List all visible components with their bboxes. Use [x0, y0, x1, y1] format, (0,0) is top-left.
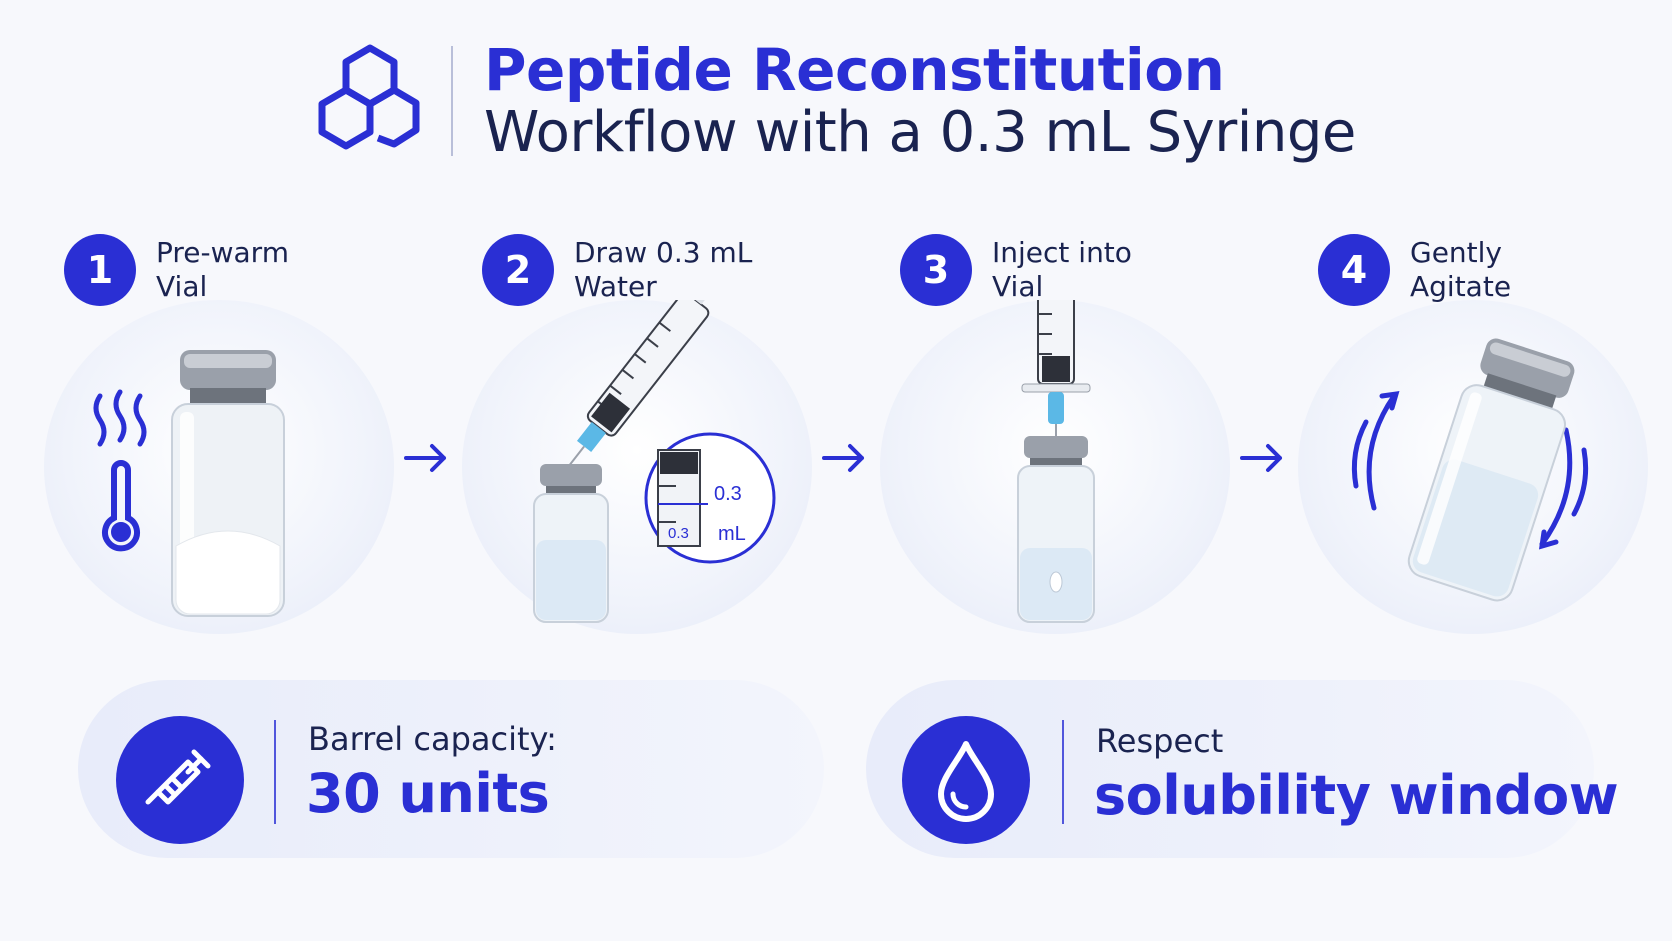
vial-tilted-image: [1407, 338, 1575, 602]
step-3-illustration: [1017, 300, 1095, 623]
step-2-badge: 2: [482, 234, 554, 306]
info-card-barrel-capacity: Barrel capacity: 30 units: [78, 680, 824, 858]
page-subtitle: Workflow with a 0.3 mL Syringe: [484, 100, 1356, 165]
info-card-caption: Respect: [1096, 722, 1224, 760]
rotate-arrows-icon: [1351, 390, 1589, 550]
step-4-illustration: [1351, 338, 1589, 602]
step-3-label: Inject into Vial: [992, 236, 1132, 303]
vial-water-image: [1017, 436, 1095, 623]
step-1-illustration: [93, 350, 285, 617]
arrow-right-icon: [404, 444, 446, 472]
step-4-label: Gently Agitate: [1410, 236, 1512, 303]
callout-unit: mL: [718, 523, 746, 545]
callout-value: 0.3: [714, 483, 742, 505]
info-card-divider: [274, 720, 276, 824]
info-card-divider: [1062, 720, 1064, 824]
info-card-value: solubility window: [1094, 764, 1619, 827]
step-3: 3 Inject into Vial: [880, 234, 1240, 634]
vial-water-image: [533, 464, 609, 623]
heat-waves-icon: [93, 389, 147, 447]
page-title: Peptide Reconstitution: [484, 36, 1225, 104]
arrow-right-icon: [1240, 444, 1282, 472]
step-4: 4 Gently Agitate: [1298, 234, 1658, 634]
magnifier-callout: [644, 432, 776, 564]
syringe-icon: [116, 716, 244, 844]
info-card-value: 30 units: [306, 762, 550, 825]
vial-powder-image: [171, 350, 285, 617]
step-1-label: Pre-warm Vial: [156, 236, 289, 303]
step-2: 2 Draw 0.3 mL Water: [462, 234, 822, 634]
callout-value-secondary: 0.3: [668, 525, 689, 542]
step-1: 1 Pre-warm Vial: [44, 234, 404, 634]
thermometer-icon: [102, 460, 140, 552]
hexagon-cluster-icon: [318, 44, 420, 150]
step-3-badge: 3: [900, 234, 972, 306]
arrow-right-icon: [822, 444, 864, 472]
water-drop-icon: [902, 716, 1030, 844]
step-2-label: Draw 0.3 mL Water: [574, 236, 753, 303]
step-1-badge: 1: [64, 234, 136, 306]
step-4-badge: 4: [1318, 234, 1390, 306]
info-card-solubility: Respect solubility window: [866, 680, 1619, 858]
info-card-caption: Barrel capacity:: [308, 720, 557, 758]
step-2-illustration: 0.3 0.3 mL: [533, 300, 776, 623]
title-divider: [451, 46, 453, 156]
